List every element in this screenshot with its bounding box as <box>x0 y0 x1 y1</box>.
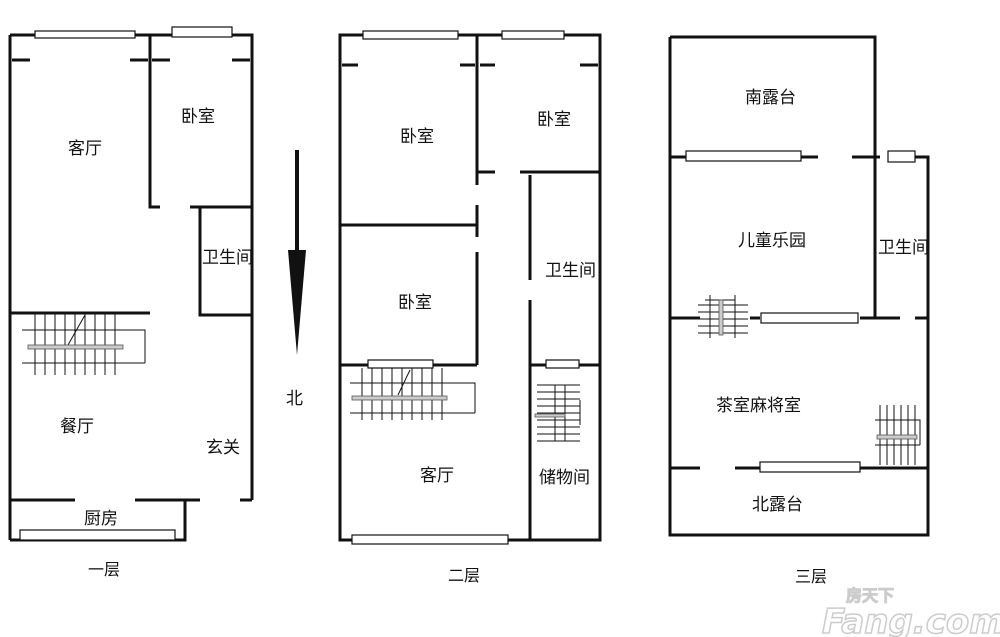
room-label: 卫生间 <box>878 238 929 258</box>
room-label: 茶室麻将室 <box>716 396 801 416</box>
staircase <box>698 295 921 465</box>
room-label: 卧室 <box>537 110 571 130</box>
staircase <box>350 368 581 442</box>
floor-caption: 二层 <box>448 566 480 585</box>
room-label: 厨房 <box>84 509 118 529</box>
floor-caption: 三层 <box>795 567 827 586</box>
room-label: 北露台 <box>752 495 803 515</box>
room-label: 玄关 <box>206 438 240 458</box>
room-label: 儿童乐园 <box>738 231 806 251</box>
room-label: 储物间 <box>539 468 590 488</box>
watermark-logo: 房天下 Fang.com <box>821 586 1000 637</box>
floor-1: 客厅 卧室 卫生间 餐厅 玄关 厨房 一层 <box>8 26 254 579</box>
room-label: 卫生间 <box>545 261 596 281</box>
room-label: 卫生间 <box>202 248 253 268</box>
floor-caption: 一层 <box>88 560 120 579</box>
room-label: 南露台 <box>745 88 796 108</box>
room-label: 客厅 <box>68 139 102 159</box>
room-label: 餐厅 <box>60 417 94 437</box>
north-label: 北 <box>286 389 303 409</box>
floor-3: 南露台 儿童乐园 卫生间 茶室麻将室 北露台 三层 <box>668 35 930 586</box>
north-arrow: 北 <box>286 150 306 409</box>
room-label: 卧室 <box>398 293 432 313</box>
staircase <box>22 313 146 375</box>
room-label: 客厅 <box>420 466 454 486</box>
watermark-brand: Fang.com <box>822 602 1000 637</box>
watermark-cn: 房天下 <box>846 586 894 605</box>
floor-2: 卧室 卧室 卧室 卫生间 客厅 储物间 二层 <box>338 30 602 585</box>
room-label: 卧室 <box>400 127 434 147</box>
room-label: 卧室 <box>181 107 215 127</box>
